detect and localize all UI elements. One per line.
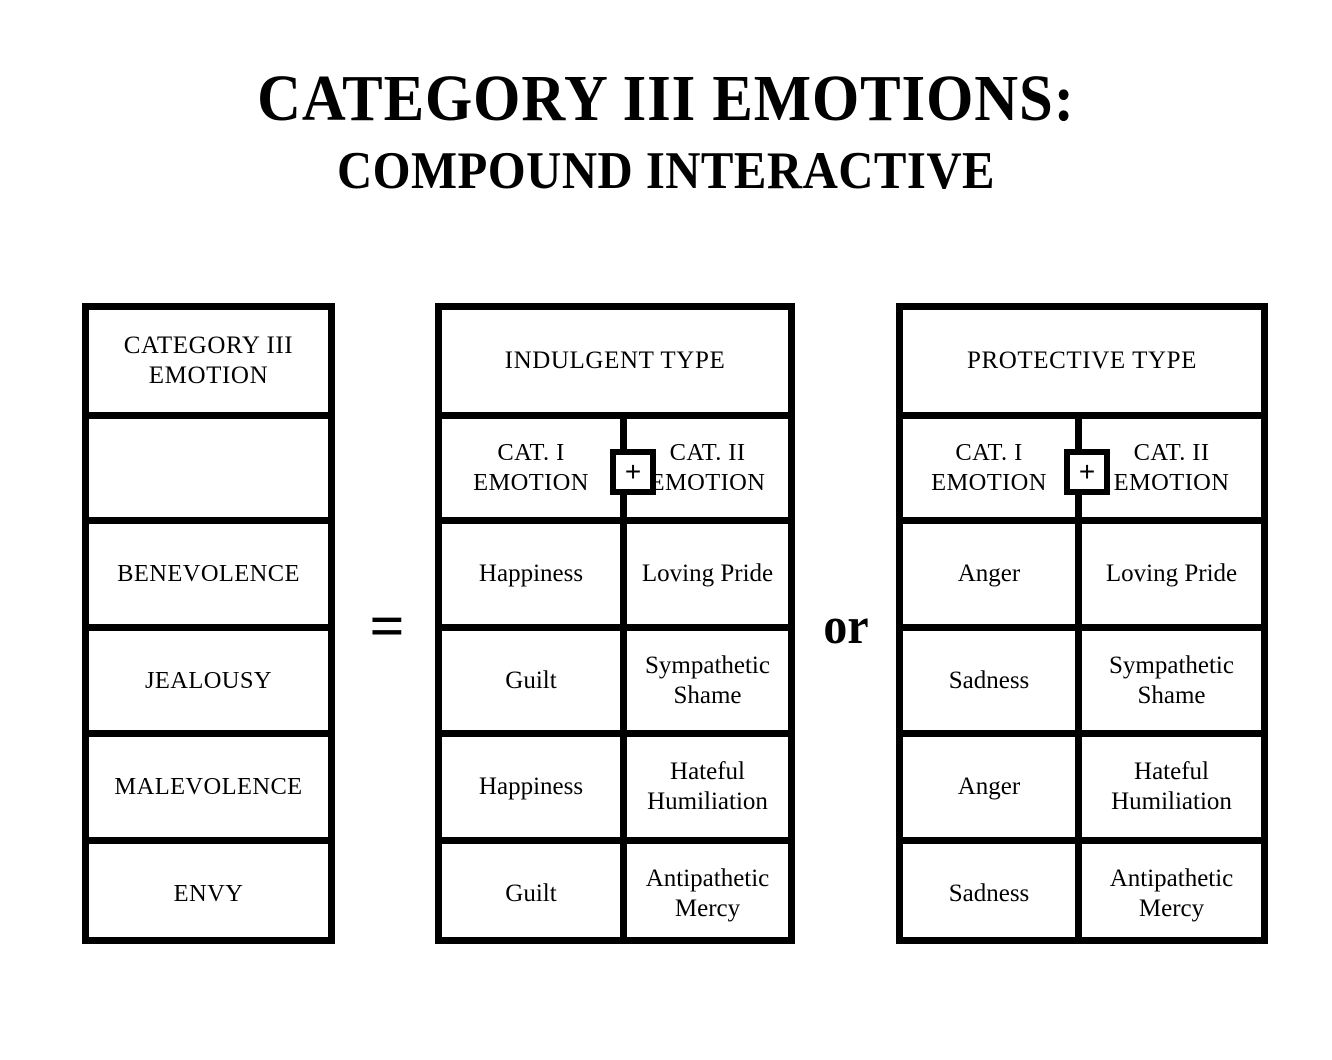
table-row: Happiness Loving Pride	[442, 524, 788, 631]
or-connector: or	[823, 598, 869, 655]
right-cell-cat-ii-1: Loving Pride	[1105, 560, 1238, 587]
right-subheader-cat-i: CAT. I EMOTION	[903, 419, 1082, 517]
right-cell-cat-i-4: Sadness	[903, 844, 1082, 944]
middle-subheader-cat-ii: CAT. II EMOTION	[649, 439, 766, 496]
table-row: Anger Loving Pride	[903, 524, 1261, 631]
middle-cell-cat-ii-1: Loving Pride	[641, 560, 774, 587]
middle-cell-cat-i-2: Guilt	[442, 631, 627, 730]
table-row: Anger Hateful Humiliation	[903, 737, 1261, 844]
right-cell-cat-ii-4: Antipathetic Mercy	[1109, 865, 1234, 922]
right-cell-cat-i-2: Sadness	[903, 631, 1082, 730]
middle-cell-cat-ii-3: Hateful Humiliation	[647, 758, 768, 815]
left-table-cell-malevolence: MALEVOLENCE	[114, 773, 303, 800]
left-table-cell-benevolence: BENEVOLENCE	[117, 560, 300, 587]
middle-subheader-cat-i: CAT. I EMOTION	[442, 419, 627, 517]
right-cell-cat-i-1: Anger	[903, 524, 1082, 624]
right-cell-cat-i-3: Anger	[903, 737, 1082, 837]
middle-cell-cat-i-1: Happiness	[442, 524, 627, 624]
table-row: Happiness Hateful Humiliation	[442, 737, 788, 844]
table-row: Sadness Antipathetic Mercy	[903, 844, 1261, 944]
table-row: PROTECTIVE TYPE	[903, 310, 1261, 419]
plus-icon: +	[610, 449, 656, 495]
protective-type-table: PROTECTIVE TYPE CAT. I EMOTION CAT. II E…	[896, 303, 1268, 944]
right-table-header: PROTECTIVE TYPE	[966, 347, 1198, 374]
table-row	[89, 419, 328, 524]
table-row: INDULGENT TYPE	[442, 310, 788, 419]
table-row-subheader: CAT. I EMOTION CAT. II EMOTION +	[442, 419, 788, 524]
left-table-header: CATEGORY III EMOTION	[123, 332, 294, 389]
middle-cell-cat-ii-4: Antipathetic Mercy	[645, 865, 770, 922]
indulgent-type-table: INDULGENT TYPE CAT. I EMOTION CAT. II EM…	[435, 303, 795, 944]
left-table-cell-envy: ENVY	[173, 880, 244, 907]
title-line-secondary: COMPOUND INTERACTIVE	[336, 142, 996, 200]
table-row: CATEGORY III EMOTION	[89, 310, 328, 419]
right-subheader-cat-ii: CAT. II EMOTION	[1113, 439, 1230, 496]
title-line-primary: CATEGORY III EMOTIONS:	[257, 62, 1075, 135]
middle-table-header: INDULGENT TYPE	[504, 347, 726, 374]
right-cell-cat-ii-3: Hateful Humiliation	[1111, 758, 1232, 815]
middle-cell-cat-ii-2: Sympathetic Shame	[645, 651, 770, 709]
left-table-cell-empty	[89, 419, 328, 517]
middle-cell-cat-i-4: Guilt	[442, 844, 627, 944]
table-row: Guilt Sympathetic Shame	[442, 631, 788, 737]
equals-sign: =	[369, 593, 405, 661]
plus-icon: +	[1064, 449, 1110, 495]
left-table-cell-jealousy: JEALOUSY	[144, 666, 273, 694]
table-row-subheader: CAT. I EMOTION CAT. II EMOTION +	[903, 419, 1261, 524]
table-row: BENEVOLENCE	[89, 524, 328, 631]
page-title: CATEGORY III EMOTIONS: COMPOUND INTERACT…	[0, 62, 1332, 202]
table-row: MALEVOLENCE	[89, 737, 328, 844]
table-row: Sadness Sympathetic Shame	[903, 631, 1261, 737]
category-iii-emotion-table: CATEGORY III EMOTION BENEVOLENCE JEALOUS…	[82, 303, 335, 944]
middle-cell-cat-i-3: Happiness	[442, 737, 627, 837]
right-cell-cat-ii-2: Sympathetic Shame	[1109, 651, 1234, 709]
table-row: ENVY	[89, 844, 328, 944]
table-row: Guilt Antipathetic Mercy	[442, 844, 788, 944]
table-row: JEALOUSY	[89, 631, 328, 737]
